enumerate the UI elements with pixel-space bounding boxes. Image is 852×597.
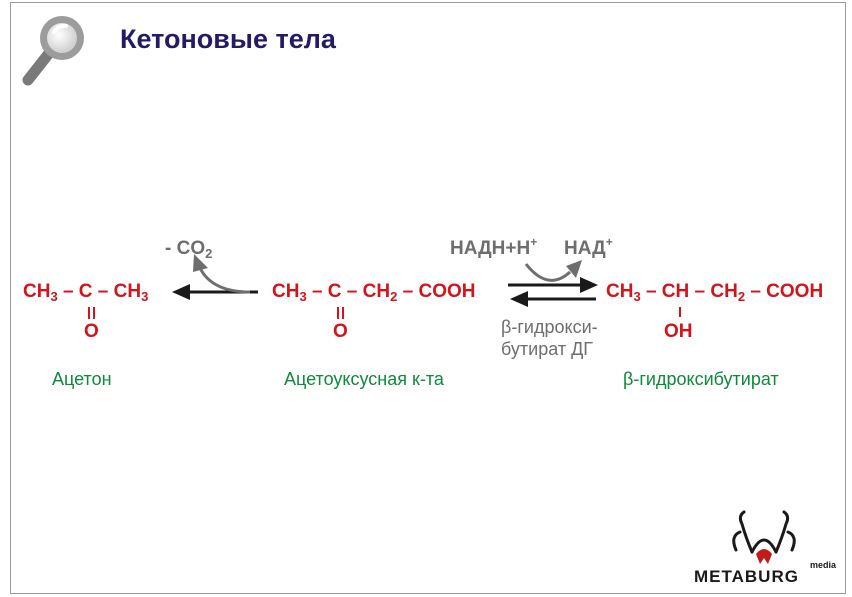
co2-release-arrowhead — [193, 254, 208, 272]
acetoacetic-formula: CH3 – C – CH2 – COOH — [272, 281, 475, 303]
acetoacetic-formula-part: CH — [272, 281, 300, 302]
logo-brand: METABURG — [694, 567, 799, 586]
cofactor-arrowhead — [566, 260, 582, 278]
acetone-formula-sub: 3 — [141, 289, 149, 304]
nad-label-sup: + — [605, 235, 613, 249]
acetoacetic-formula-part: – C – CH — [306, 281, 391, 302]
nadh-label-sup: + — [530, 235, 538, 249]
hydroxybutyrate-name: β-гидроксибутират — [623, 369, 779, 389]
co2-label-text: - CO — [165, 238, 206, 259]
enzyme-line2: бутират ДГ — [501, 339, 594, 359]
logo-sub-visible: media — [810, 560, 837, 570]
decarboxylation-arrowhead — [172, 284, 190, 300]
hydroxybutyrate-formula-sub: 2 — [737, 289, 746, 304]
acetone-formula-part: – C – CH — [57, 281, 142, 302]
nad-label: НАД+ — [564, 235, 613, 260]
acetone-formula: CH3 – C – CH3 — [23, 281, 148, 303]
co2-label: - CO2 — [165, 238, 212, 260]
hydroxybutyrate-formula: CH3 – CH – CH2 – COOH — [606, 281, 823, 303]
nadh-label-text: НАДН+Н — [450, 238, 531, 259]
forward-arrowhead — [580, 277, 598, 293]
hydroxybutyrate-formula-part: – COOH — [745, 281, 824, 302]
metaburg-logo: media media METABURG — [694, 510, 837, 586]
hydroxybutyrate-formula-part: CH — [606, 281, 634, 302]
hydroxybutyrate-formula-part: – CH – CH — [640, 281, 738, 302]
nad-label-text: НАД — [564, 238, 606, 259]
acetoacetic-oxygen: O — [333, 321, 348, 342]
acetoacetic-formula-part: – COOH — [397, 281, 476, 302]
acetoacetic-name: Ацетоуксусная к-та — [284, 369, 444, 389]
acetone-formula-sub: 3 — [50, 289, 58, 304]
enzyme-label: β-гидрокси- бутират ДГ — [501, 316, 598, 360]
nadh-label: НАДН+Н+ — [450, 235, 538, 260]
slide-frame — [10, 2, 846, 594]
hydroxybutyrate-formula-sub: 3 — [633, 289, 641, 304]
hydroxybutyrate-hydroxyl: OH — [664, 321, 693, 342]
acetone-double-bond — [88, 307, 95, 319]
magnifier-icon — [22, 16, 84, 86]
acetone-formula-part: CH — [23, 281, 51, 302]
page-title: Кетоновые тела — [120, 24, 336, 54]
reverse-arrowhead — [510, 291, 528, 307]
enzyme-line1: β-гидрокси- — [501, 317, 598, 337]
cofactor-curve — [524, 263, 572, 282]
hydroxybutyrate-single-bond — [679, 307, 681, 317]
acetoacetic-double-bond — [337, 307, 344, 319]
acetoacetic-formula-sub: 3 — [299, 289, 307, 304]
acetone-name: Ацетон — [52, 369, 112, 389]
co2-release-curve — [198, 267, 251, 294]
acetoacetic-formula-sub: 2 — [390, 289, 398, 304]
co2-label-sub: 2 — [205, 246, 213, 261]
acetone-oxygen: O — [84, 321, 99, 342]
